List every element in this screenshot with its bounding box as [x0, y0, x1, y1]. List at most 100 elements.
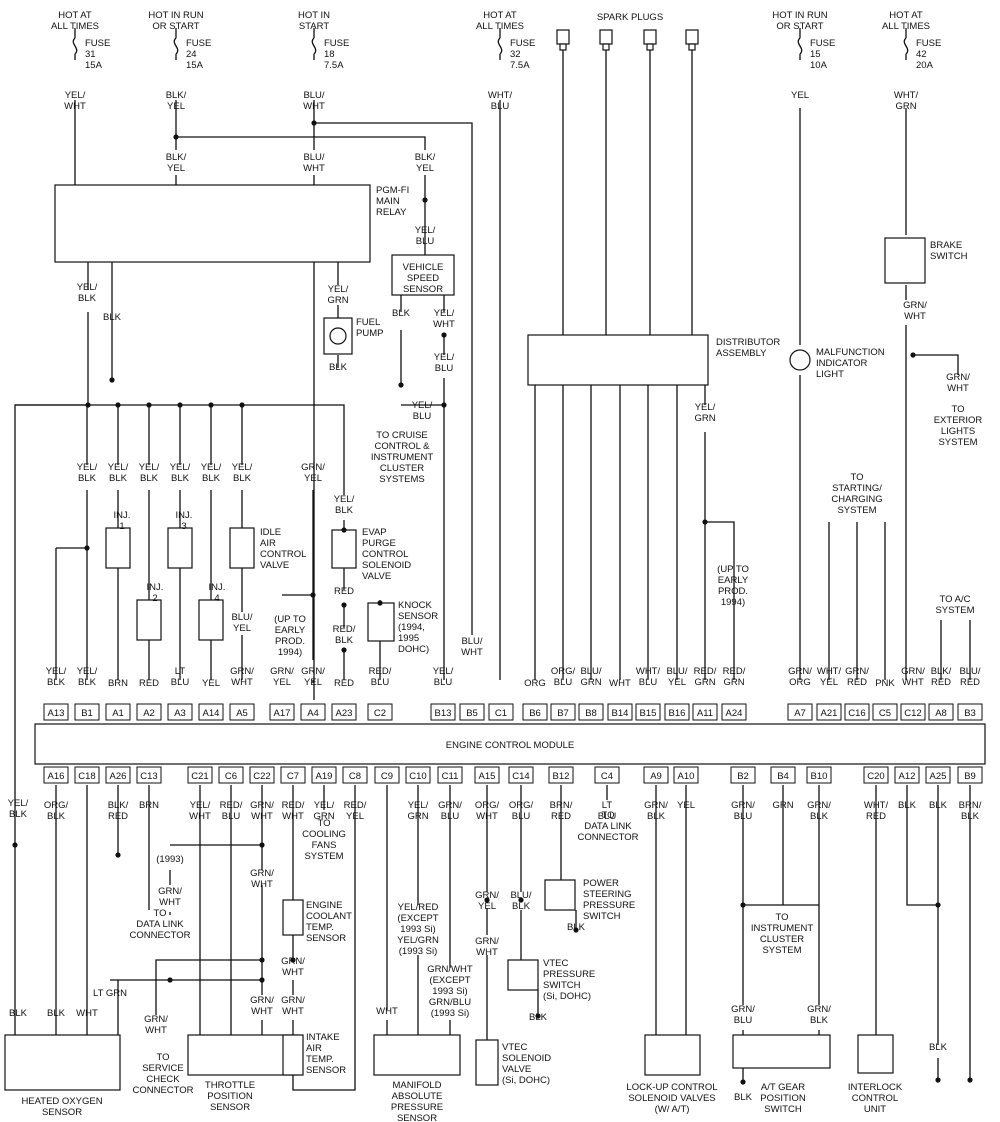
- junction-dot: [377, 600, 383, 606]
- wire-label-mid-5: YEL/BLK: [232, 462, 253, 484]
- wire-label-top-3: YEL/BLU: [415, 225, 436, 247]
- junction-dot: [910, 352, 916, 358]
- fuse-icon: [311, 28, 317, 60]
- wire-label-top-2: BLK/YEL: [415, 152, 436, 174]
- pin-wire-C2: RED/BLU: [369, 666, 392, 688]
- pin-B2: [730, 766, 756, 784]
- pin-C9: [374, 766, 400, 784]
- spark-plug-icon: [643, 29, 657, 45]
- pin-label-A11: A11: [697, 708, 713, 719]
- fuse-icon: [173, 28, 179, 60]
- inj4-icon: [198, 599, 224, 641]
- pin-label-B16: B16: [669, 708, 686, 719]
- ps-switch-box: [544, 879, 576, 911]
- pin-label-A4: A4: [307, 708, 319, 719]
- pin-wire-B7: ORG/BLU: [551, 666, 576, 688]
- junction-dot: [259, 842, 265, 848]
- junction-dot: [518, 897, 524, 903]
- junction-dot: [115, 402, 121, 408]
- left-wire-label: YEL/BLK: [8, 798, 29, 820]
- pin-wire-C12: GRN/WHT: [901, 666, 925, 688]
- pin-wire-A26: BLK/RED: [108, 800, 129, 822]
- pin-label-B6: B6: [529, 708, 541, 719]
- pin-label-B14: B14: [612, 708, 629, 719]
- pin-label-B13: B13: [435, 708, 452, 719]
- pin-wire-A4: GRN/YEL: [301, 666, 325, 688]
- pin-B1: [74, 703, 100, 721]
- pin-label-B2: B2: [737, 771, 749, 782]
- pin-wire-C10: YEL/GRN: [407, 800, 428, 822]
- pin-wire-C6: RED/BLU: [220, 800, 243, 822]
- wire-label-top-9: YEL/BLU: [434, 352, 455, 374]
- pin-wire-A8: BLK/RED: [931, 666, 952, 688]
- pin-label-A25: A25: [930, 771, 947, 782]
- vtec-solenoid-box: [475, 1039, 499, 1086]
- pin-wire-A14: YEL: [202, 678, 220, 689]
- pin-wire-C11: GRN/BLU: [438, 800, 462, 822]
- pin-B15: [635, 703, 661, 721]
- junction-dot: [84, 545, 90, 551]
- pin-wire-B12: BRN/RED: [550, 800, 573, 822]
- pin-wire-A12: BLK: [898, 800, 917, 811]
- pin-label-B1: B1: [81, 708, 93, 719]
- fuse-icon: [797, 28, 803, 60]
- pin-C14: [508, 766, 534, 784]
- pin-C2: [367, 703, 393, 721]
- pin-C1: [488, 703, 514, 721]
- wire-label-low-11: WHT: [376, 1006, 398, 1017]
- junction-dot: [173, 134, 179, 140]
- pin-wire-C7: RED/WHT: [282, 800, 305, 822]
- pin-C20: [863, 766, 889, 784]
- pin-label-A14: A14: [203, 708, 220, 719]
- pin-A26: [105, 766, 131, 784]
- wire-label-low-7: LT GRN: [93, 988, 127, 999]
- pin-wire-A24: RED/GRN: [723, 666, 746, 688]
- pin-C12: [900, 703, 926, 721]
- pin-wire-C20: WHT/RED: [864, 800, 889, 822]
- pin-label-B12: B12: [553, 771, 570, 782]
- source-wire-1: BLK/YEL: [166, 90, 187, 112]
- wire-label-low-22: BLK: [734, 1092, 753, 1103]
- pin-A2: [136, 703, 162, 721]
- junction-dot: [85, 402, 91, 408]
- pin-A19: [311, 766, 337, 784]
- spark-plug-icon: [556, 29, 570, 45]
- source-wire-2: BLU/WHT: [303, 90, 325, 112]
- junction-dot: [290, 957, 296, 963]
- pin-label-A21: A21: [821, 708, 838, 719]
- pin-label-C14: C14: [512, 771, 529, 782]
- label-layer: BLK/YELBLU/WHTBLK/YELYEL/BLUYEL/GRNYEL/B…: [8, 152, 983, 1122]
- wire-label-low-15: GRN/WHT: [475, 936, 499, 958]
- wire-label-low-16: BLU/BLK: [510, 890, 531, 912]
- wire-label-top-4: YEL/GRN: [327, 284, 348, 306]
- pin-B6: [522, 703, 548, 721]
- wire-label-top-11: YEL/BLU: [412, 400, 433, 422]
- source-wire-0: YEL/WHT: [64, 90, 86, 112]
- wire-label-low-21: BLK: [929, 1042, 948, 1053]
- pin-label-A26: A26: [110, 771, 127, 782]
- pin-label-C4: C4: [601, 771, 613, 782]
- wire-label-mid-3: YEL/BLK: [170, 462, 191, 484]
- pin-label-C1: C1: [495, 708, 507, 719]
- pin-label-A17: A17: [274, 708, 291, 719]
- pin-A12: [894, 766, 920, 784]
- tps-box: [187, 1034, 299, 1076]
- iac-icon: [229, 527, 255, 569]
- wire-label-mid-6: GRN/YEL: [301, 462, 325, 484]
